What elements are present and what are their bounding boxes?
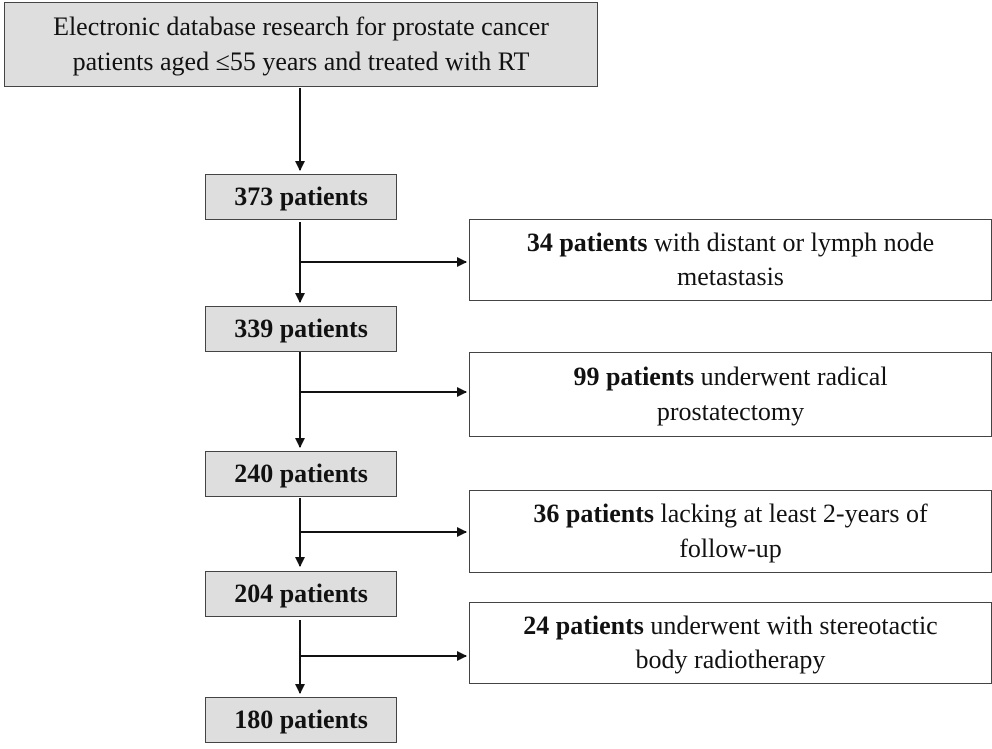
exclusion-box-metastasis: 34 patients with distant or lymph node m… <box>469 219 992 301</box>
exclusion-box-follow-up: 36 patients lacking at least 2-years of … <box>469 490 992 573</box>
source-line-1: Electronic database research for prostat… <box>53 12 549 42</box>
exclusion-box-prostatectomy: 99 patients underwent radical prostatect… <box>469 352 992 437</box>
exclusion-count: 99 patients <box>573 362 695 392</box>
exclusion-text-line2: prostatectomy <box>656 396 805 426</box>
exclusion-text: lacking at least 2-years of <box>654 499 928 529</box>
source-box: Electronic database research for prostat… <box>4 2 598 87</box>
exclusion-text: underwent with stereotactic <box>643 610 938 640</box>
exclusion-text-line2: metastasis <box>677 262 784 291</box>
exclusion-box-sbrt: 24 patients underwent with stereotactic … <box>469 602 992 684</box>
exclusion-count: 24 patients <box>523 610 644 640</box>
exclusion-count: 36 patients <box>533 499 654 529</box>
source-line-2: patients aged ≤55 years and treated with… <box>72 46 530 76</box>
exclusion-text-line2: body radiotherapy <box>635 645 826 674</box>
exclusion-text: underwent radical <box>694 362 888 392</box>
count-box-204: 204 patients <box>205 571 397 617</box>
count-box-373: 373 patients <box>205 174 397 220</box>
exclusion-count: 34 patients <box>526 227 648 257</box>
count-box-339: 339 patients <box>205 306 397 352</box>
count-box-240: 240 patients <box>205 451 397 497</box>
exclusion-text: with distant or lymph node <box>647 227 935 257</box>
count-box-180: 180 patients <box>205 697 397 743</box>
exclusion-text-line2: follow-up <box>679 533 782 563</box>
